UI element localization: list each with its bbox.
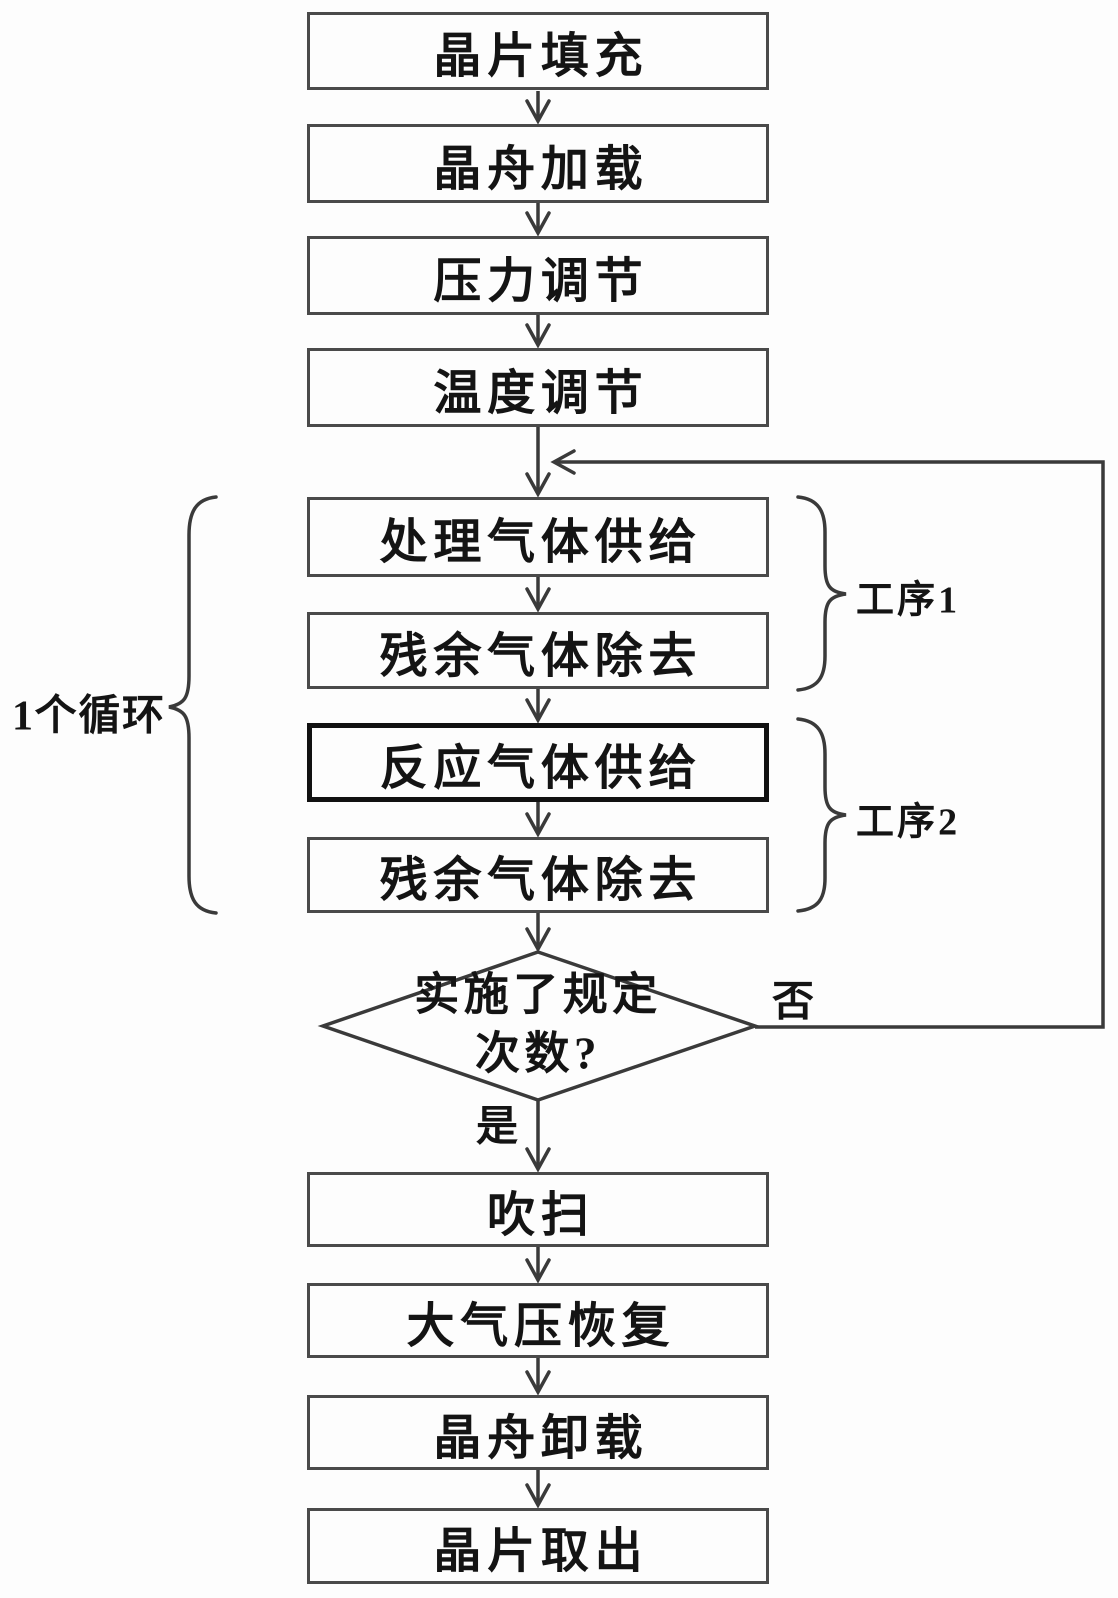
flow-step-residual-gas-removal-1: 残余气体除去: [307, 612, 769, 689]
flow-step-boat-unload: 晶舟卸载: [307, 1395, 769, 1470]
flow-step-wafer-discharge: 晶片取出: [307, 1508, 769, 1584]
no-branch-label: 否: [771, 979, 815, 1026]
flow-step-residual-gas-removal-2: 残余气体除去: [307, 837, 769, 913]
flow-step-boat-load: 晶舟加载: [307, 124, 769, 203]
cycle-label: 1个循环: [12, 693, 166, 740]
decision-label: 实施了规定 次数?: [414, 966, 662, 1083]
flow-step-process-gas-supply: 处理气体供给: [307, 497, 769, 577]
step1-label: 工序1: [856, 579, 961, 622]
decision-line2: 次数?: [474, 1028, 602, 1078]
flow-step-temperature-adjust: 温度调节: [307, 348, 769, 427]
step2-label: 工序2: [856, 801, 961, 844]
step1-brace: [796, 495, 847, 692]
flow-step-wafer-charge: 晶片填充: [307, 12, 769, 90]
cycle-brace: [168, 495, 218, 915]
flow-step-purge: 吹扫: [307, 1172, 769, 1247]
yes-branch-label: 是: [475, 1104, 519, 1151]
decision-line1: 实施了规定: [414, 969, 662, 1020]
flow-step-pressure-adjust: 压力调节: [307, 236, 769, 315]
loop-arrow-no-branch: [550, 449, 1105, 1029]
flow-step-atmospheric-pressure-recovery: 大气压恢复: [307, 1283, 769, 1358]
decision-diamond: [317, 950, 761, 1102]
flow-step-reaction-gas-supply: 反应气体供给: [307, 723, 769, 802]
step2-brace: [796, 717, 847, 913]
